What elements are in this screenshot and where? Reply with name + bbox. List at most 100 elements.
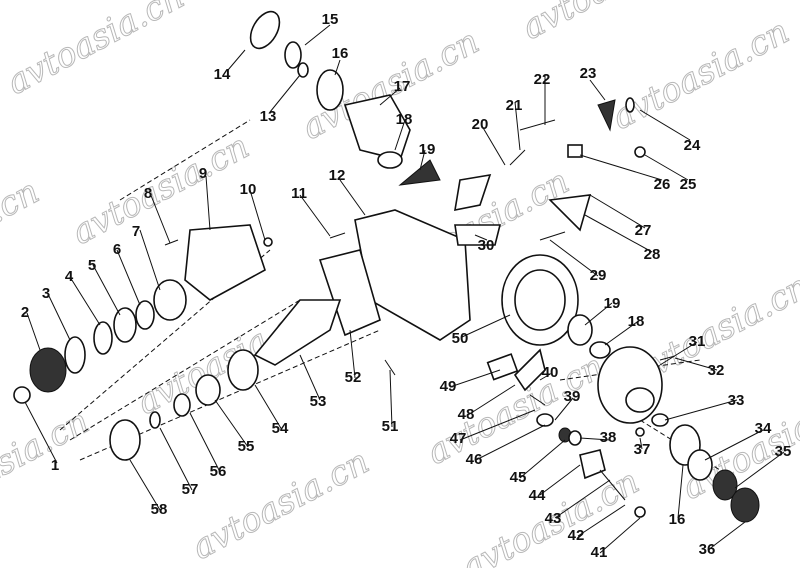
part-label-57: 57 [182,481,199,498]
part-label-58: 58 [151,501,168,518]
pin-21 [509,149,526,166]
diff-case-hub [625,387,655,413]
bolt-11 [329,232,346,239]
part-label-56: 56 [210,463,227,480]
nut-41 [634,506,646,518]
pin-40 [529,394,546,406]
gear-14 [249,10,281,50]
part-label-39: 39 [564,388,581,405]
part-label-25: 25 [680,176,697,193]
cross-30 [454,224,502,246]
part-label-48: 48 [458,406,475,423]
bolt-22 [519,119,556,131]
part-label-7: 7 [132,223,140,240]
bearing-54 [227,349,259,391]
part-label-3: 3 [42,285,50,302]
bolt-8 [164,239,179,246]
part-label-24: 24 [684,137,701,154]
spacer-55 [195,374,221,406]
part-label-46: 46 [466,451,483,468]
part-label-2: 2 [21,304,29,321]
ring-4 [93,321,113,355]
part-label-9: 9 [199,165,207,182]
seal-3 [64,336,86,374]
assembly-line [59,119,381,461]
nut-25 [634,146,646,158]
diff-case-31 [597,346,663,424]
bearing-16 [316,69,344,111]
part-label-16: 16 [669,511,686,528]
shaft-53 [253,299,342,366]
gear-36 [730,487,760,523]
part-label-45: 45 [510,469,527,486]
fork-48 [513,348,546,392]
pin-37 [635,427,645,437]
washer-18 [377,151,403,169]
gear-19 [398,159,441,186]
part-label-22: 22 [534,71,551,88]
pin-51 [384,359,396,376]
fork-20 [454,173,492,212]
part-label-17: 17 [394,78,411,95]
part-label-13: 13 [260,108,277,125]
part-label-36: 36 [699,541,716,558]
part-label-33: 33 [728,392,745,409]
bearing-58 [109,419,141,461]
part-label-5: 5 [88,257,96,274]
ring-13 [297,62,309,78]
plug-10 [263,237,273,247]
part-label-37: 37 [634,441,651,458]
cup-7 [153,279,187,321]
washer-56 [173,393,191,417]
part-label-16: 16 [332,45,349,62]
part-label-32: 32 [708,362,725,379]
part-label-42: 42 [568,527,585,544]
part-label-51: 51 [382,418,399,435]
part-label-43: 43 [545,510,562,527]
part-label-10: 10 [240,181,257,198]
part-label-20: 20 [472,116,489,133]
ring-57 [149,411,161,429]
spring-49 [486,353,519,381]
part-label-26: 26 [654,176,671,193]
block-26 [567,144,583,158]
collar-44 [579,449,606,480]
part-label-6: 6 [113,241,121,258]
part-label-14: 14 [214,66,231,83]
part-label-41: 41 [591,544,608,561]
leader-lines [24,24,785,554]
bolt-43 [599,469,626,501]
part-label-52: 52 [345,369,362,386]
washer-18b [589,341,611,359]
part-label-44: 44 [529,487,546,504]
gear-35 [712,469,738,501]
part-label-15: 15 [322,11,339,28]
part-label-34: 34 [755,420,772,437]
ring-gear-inner [514,269,566,331]
part-label-53: 53 [310,393,327,410]
part-label-19: 19 [604,295,621,312]
washer-46 [536,413,554,427]
nut-1 [13,386,31,404]
part-label-21: 21 [506,97,523,114]
part-label-27: 27 [635,222,652,239]
part-label-50: 50 [452,330,469,347]
part-label-18: 18 [396,111,413,128]
part-label-54: 54 [272,420,289,437]
part-label-8: 8 [144,185,152,202]
gear-23 [597,99,616,132]
fork-28 [548,194,592,232]
part-label-31: 31 [689,333,706,350]
housing-17 [343,94,411,161]
part-label-30: 30 [478,237,495,254]
ring-24 [625,97,635,113]
part-label-38: 38 [600,429,617,446]
washer-15 [284,41,302,69]
part-label-55: 55 [238,438,255,455]
part-label-29: 29 [590,267,607,284]
part-label-47: 47 [450,430,467,447]
ring-33 [651,413,669,427]
